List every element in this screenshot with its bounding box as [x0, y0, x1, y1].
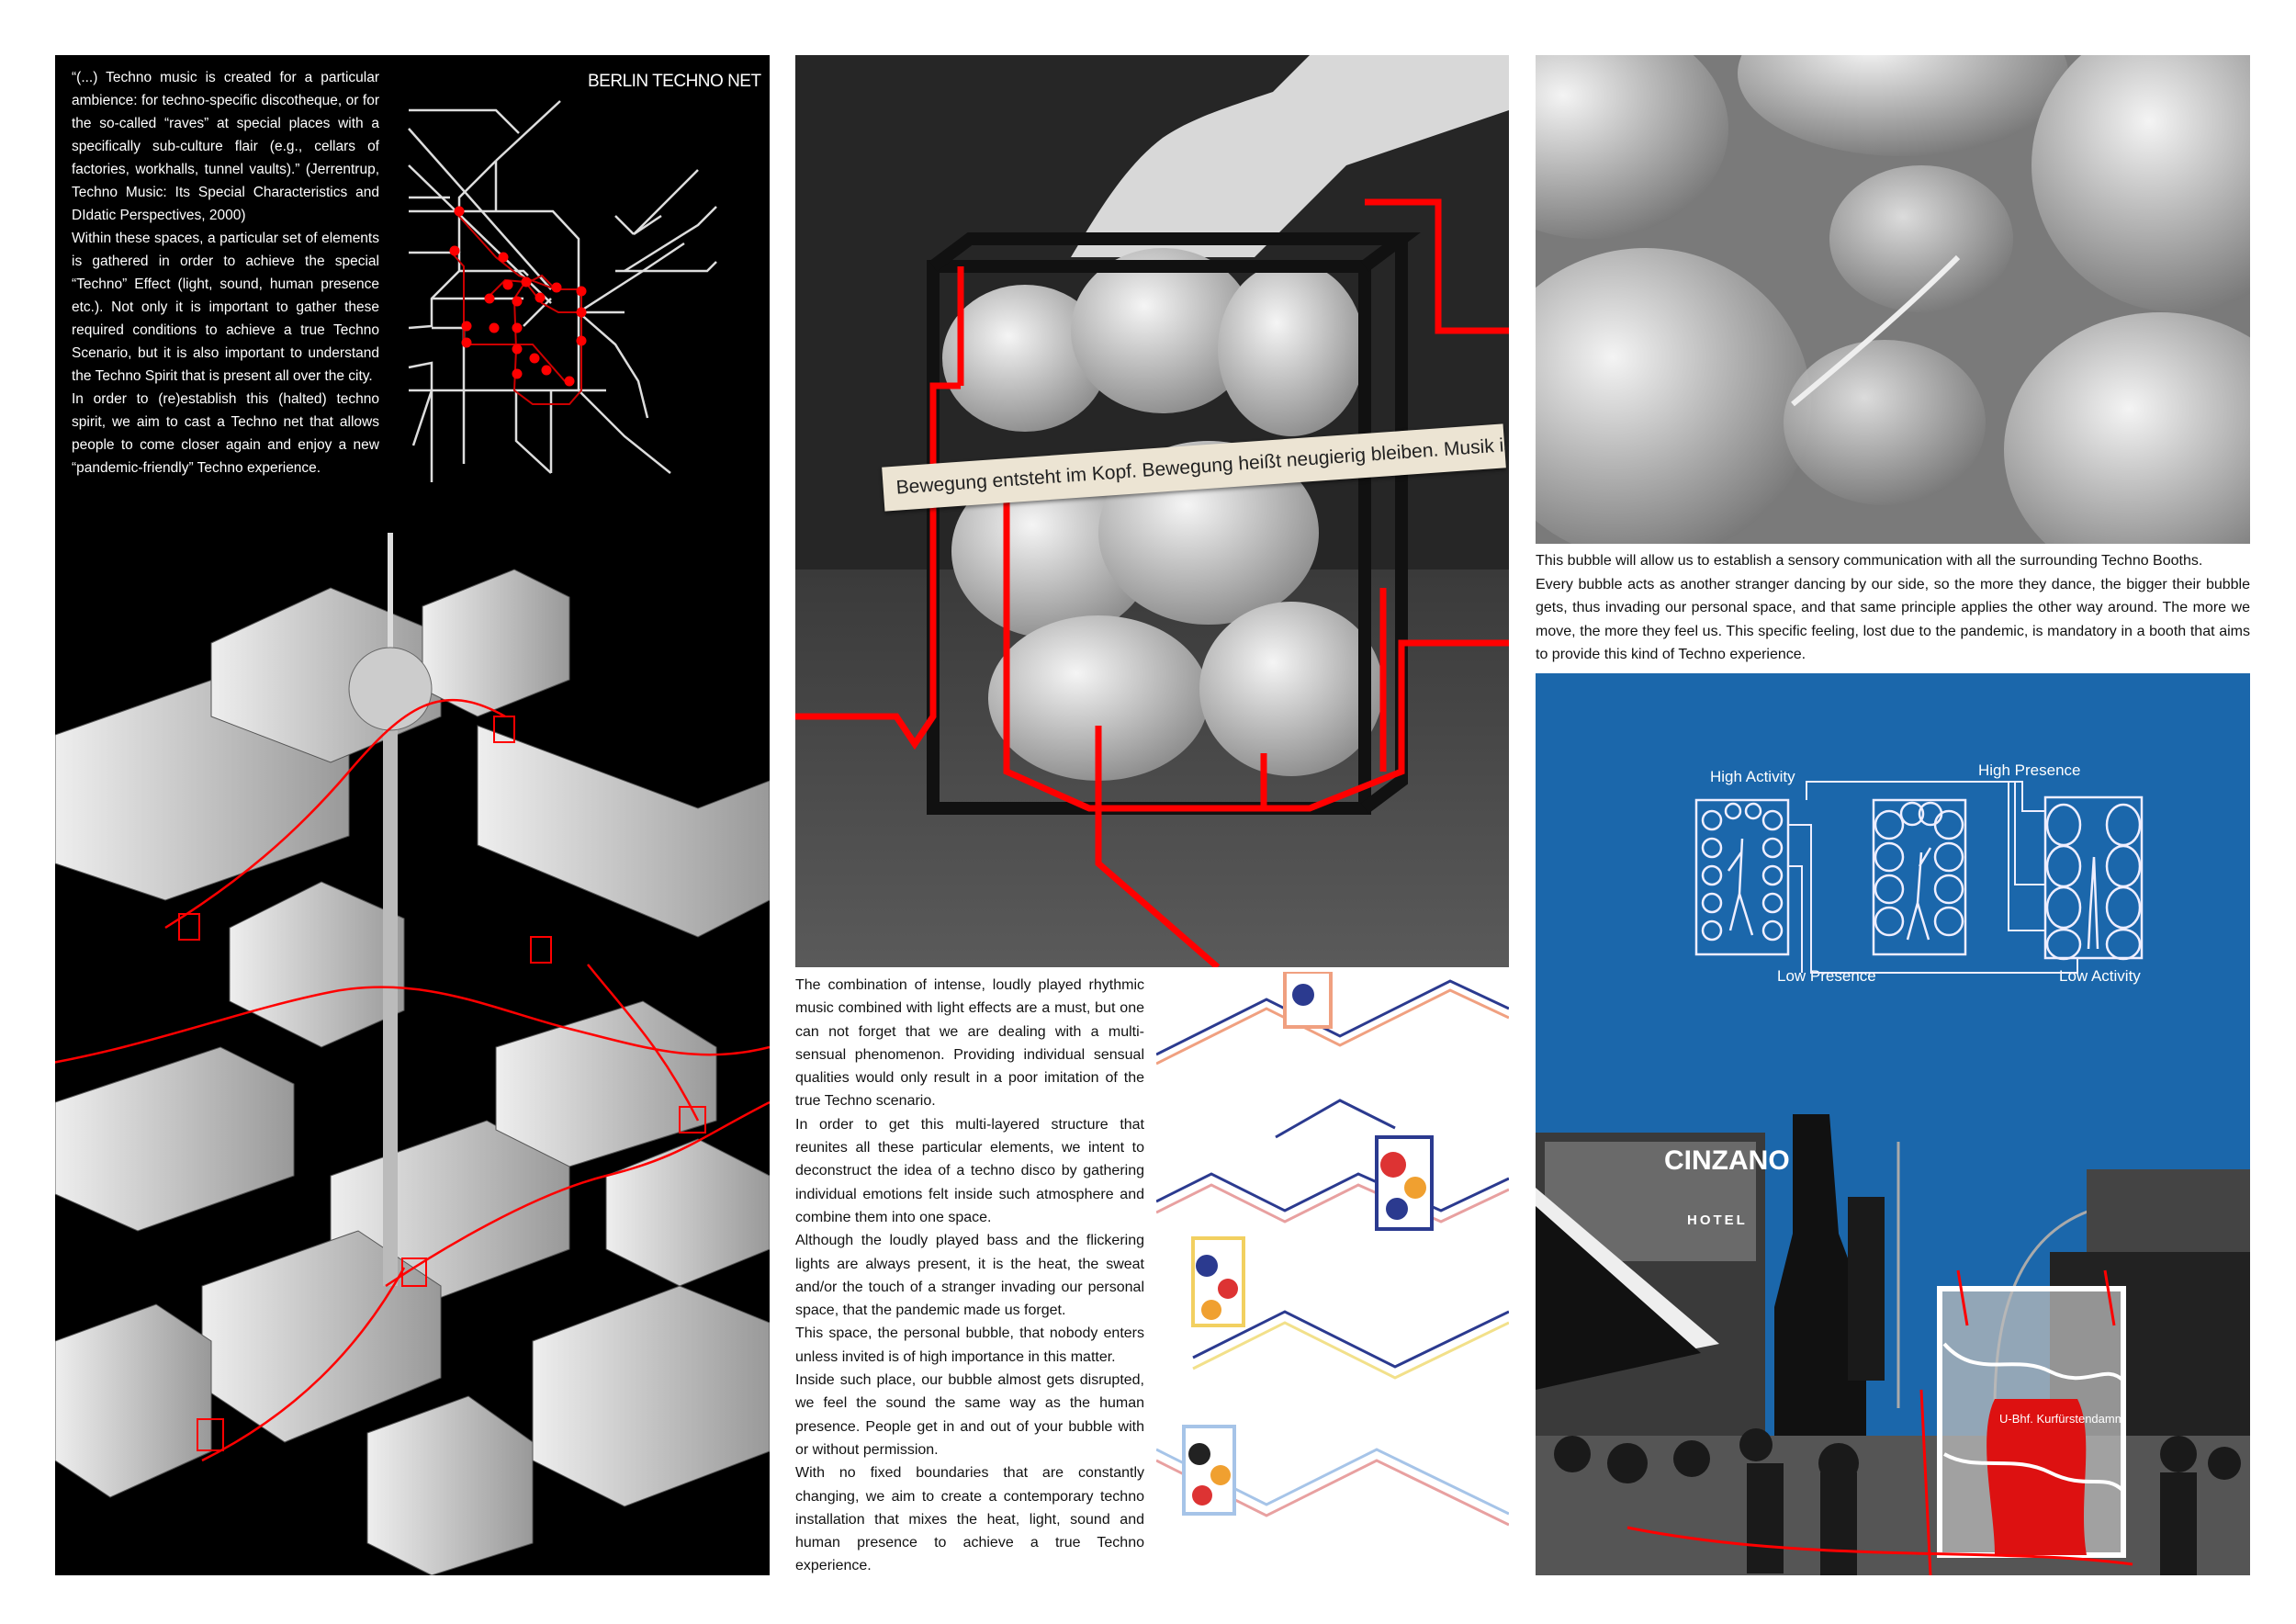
techno-station-dot — [541, 365, 552, 376]
booth-overlay: U-Bhf. Kurfürstendamm — [1626, 1269, 2133, 1575]
bubble-states-diagram — [1694, 781, 2144, 974]
intro-text: “(...) Techno music is created for a par… — [72, 66, 379, 479]
metro-line — [578, 311, 649, 419]
techno-station-dot — [502, 279, 513, 290]
isometric-network-diagram — [1156, 972, 1509, 1575]
booth-low-activity — [2043, 795, 2144, 961]
metro-line — [495, 100, 561, 162]
bubble-paragraph: Every bubble acts as another stranger da… — [1536, 576, 2250, 663]
techno-station-dot — [454, 206, 465, 217]
concept-paragraph: Although the loudly played bass and the … — [795, 1233, 1144, 1319]
metro-line — [578, 389, 671, 474]
techno-station-dot — [535, 292, 546, 303]
techno-station-dot — [521, 276, 532, 288]
techno-station-dot — [512, 344, 523, 355]
connector-lines — [1788, 781, 2078, 974]
metro-line — [578, 242, 685, 314]
intro-quote: “(...) Techno music is created for a par… — [72, 70, 379, 223]
presence-activity-panel: High Activity High Presence Low Presence… — [1536, 673, 2250, 1575]
network-lines — [1156, 979, 1509, 1527]
isometric-drawing — [1156, 972, 1509, 1527]
red-cables — [795, 198, 1509, 967]
techno-station-dot — [576, 286, 587, 297]
techno-station-dot — [576, 307, 587, 318]
concept-paragraph: Inside such place, our bubble almost get… — [795, 1372, 1144, 1458]
hand — [1071, 55, 1509, 257]
metro-line — [624, 206, 717, 273]
techno-net-red-route — [55, 698, 770, 1462]
metro-map — [408, 100, 717, 482]
sign-u-bahn: U-Bhf. Kurfürstendamm — [1999, 1412, 2125, 1426]
booth-units — [1182, 972, 1434, 1516]
metro-lines — [408, 100, 717, 482]
techno-net-stations — [449, 206, 587, 387]
intro-paragraph: In order to (re)establish this (halted) … — [72, 391, 379, 476]
techno-station-dot — [498, 252, 509, 263]
metro-line — [411, 389, 433, 446]
techno-station-dot — [461, 337, 472, 348]
techno-station-dot — [484, 293, 495, 304]
metro-line — [614, 214, 662, 236]
metro-line — [514, 390, 552, 474]
metro-line — [408, 270, 460, 330]
metro-line — [408, 128, 552, 290]
metro-line — [457, 160, 497, 253]
techno-station-dot — [461, 321, 472, 332]
metro-line — [523, 298, 552, 327]
techno-station-dot — [489, 322, 500, 333]
concept-paragraph: In order to get this multi-layered struc… — [795, 1116, 1144, 1225]
booth-markers — [178, 716, 706, 1451]
bubble-paragraph: This bubble will allow us to establish a… — [1536, 553, 2203, 569]
metro-line — [409, 108, 520, 134]
techno-station-dot — [512, 368, 523, 379]
techno-net-line — [449, 250, 566, 382]
techno-station-dot — [576, 335, 587, 346]
map-title: BERLIN TECHNO NET — [588, 72, 761, 91]
techno-station-dot — [529, 353, 540, 364]
booth-low-presence — [1694, 798, 1790, 956]
label-high-presence: High Presence — [1978, 761, 2081, 779]
techno-station-dot — [564, 376, 575, 387]
concept-text: The combination of intense, loudly playe… — [795, 974, 1144, 1578]
city-model-illustration — [55, 533, 770, 1575]
concept-paragraph: The combination of intense, loudly playe… — [795, 977, 1144, 1110]
tv-tower — [348, 533, 433, 1286]
balloon-interior-photo — [1536, 55, 2250, 544]
techno-station-dot — [449, 245, 460, 256]
bubble-description: This bubble will allow us to establish a… — [1536, 549, 2250, 667]
techno-station-dot — [512, 296, 523, 307]
sign-cinzano: CINZANO — [1664, 1145, 1790, 1176]
techno-net-line — [486, 278, 581, 313]
metro-line — [633, 169, 699, 235]
kurfuerstendamm-street-photo: CINZANO HOTEL U-Bhf. Kurfürstendamm — [1536, 1114, 2250, 1575]
box-photo-illustration — [795, 55, 1509, 967]
label-low-activity: Low Activity — [2059, 967, 2141, 985]
balloon-photo-illustration — [1536, 55, 2250, 544]
metro-line — [432, 326, 466, 390]
sign-hotel: HOTEL — [1687, 1212, 1748, 1228]
concept-paragraph: With no fixed boundaries that are consta… — [795, 1465, 1144, 1574]
techno-station-dot — [551, 282, 562, 293]
installation-box-photo: Bewegung entsteht im Kopf. Bewegung heiß… — [795, 55, 1509, 967]
metro-line — [408, 361, 433, 390]
crowd — [1554, 1428, 2241, 1575]
concept-paragraph: This space, the personal bubble, that no… — [795, 1325, 1144, 1365]
intro-paragraph: Within these spaces, a particular set of… — [72, 231, 379, 384]
berlin-techno-net-panel: “(...) Techno music is created for a par… — [55, 55, 770, 1575]
booth-high-presence — [1872, 798, 1967, 956]
label-high-activity: High Activity — [1710, 768, 1795, 785]
metro-line — [615, 261, 717, 273]
techno-station-dot — [512, 322, 523, 333]
